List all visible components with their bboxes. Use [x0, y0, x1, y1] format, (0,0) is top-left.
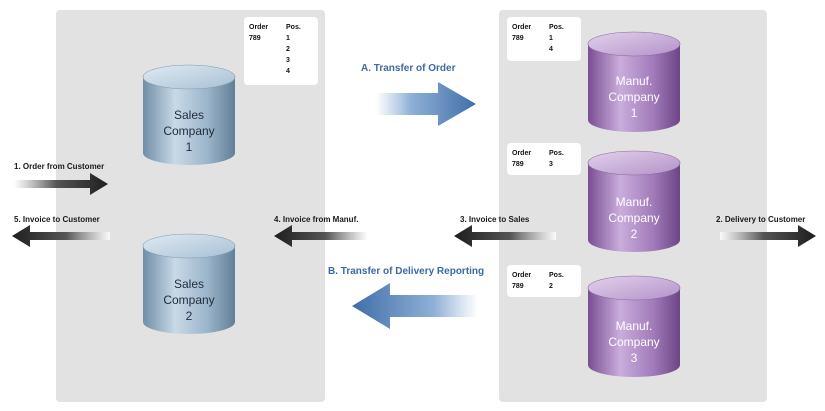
manuf-company-1-database-icon	[587, 31, 681, 132]
transfer-order-arrow-icon	[376, 82, 476, 126]
transfer-order-label: A. Transfer of Order	[361, 63, 456, 74]
invoice-from-manuf-arrow-icon	[274, 225, 368, 247]
manuf-company-2-database-icon	[587, 150, 681, 252]
manuf-company-3-database-icon	[587, 275, 681, 377]
invoice-to-sales-arrow-icon	[454, 225, 556, 247]
invoice-from-manuf-label: 4. Invoice from Manuf.	[274, 215, 359, 224]
invoice-to-customer-label: 5. Invoice to Customer	[14, 215, 100, 224]
transfer-delivery-reporting-arrow-icon	[352, 283, 478, 329]
delivery-to-customer-arrow-icon	[720, 225, 816, 247]
sales-company-2-database-icon	[142, 233, 236, 334]
sales-company-1-database-icon	[142, 64, 236, 165]
order-from-customer-label: 1. Order from Customer	[14, 162, 105, 171]
delivery-to-customer-label: 2. Delivery to Customer	[716, 215, 806, 224]
transfer-delivery-reporting-label: B. Transfer of Delivery Reporting	[328, 266, 485, 277]
invoice-to-customer-arrow-icon	[12, 225, 110, 247]
invoice-to-sales-label: 3. Invoice to Sales	[460, 215, 530, 224]
order-from-customer-arrow-icon	[14, 173, 108, 195]
